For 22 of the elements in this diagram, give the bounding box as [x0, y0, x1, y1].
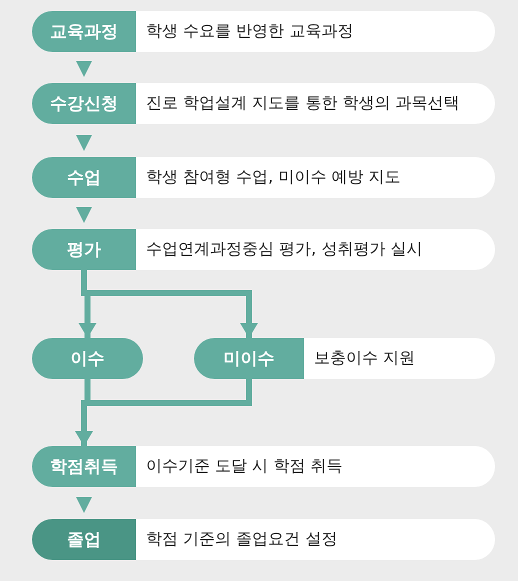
step-heading: 이수 — [32, 338, 143, 379]
step-heading: 졸업 — [32, 519, 136, 560]
step-pill — [32, 519, 495, 560]
step-pill — [32, 83, 495, 124]
step-heading: 교육과정 — [32, 11, 136, 52]
step-description: 수업연계과정중심 평가, 성취평가 실시 — [145, 239, 422, 260]
step-description: 학생 수요를 반영한 교육과정 — [145, 21, 354, 42]
step-pill — [32, 11, 495, 52]
step-pill — [194, 338, 495, 379]
step-heading: 학점취득 — [32, 446, 136, 487]
step-heading: 평가 — [32, 229, 136, 270]
step-description: 학점 기준의 졸업요건 설정 — [145, 529, 338, 550]
step-heading: 수업 — [32, 157, 136, 198]
step-description: 진로 학업설계 지도를 통한 학생의 과목선택 — [145, 93, 460, 114]
step-description: 이수기준 도달 시 학점 취득 — [145, 456, 342, 477]
step-pill — [32, 229, 495, 270]
step-heading: 수강신청 — [32, 83, 136, 124]
step-description: 학생 참여형 수업, 미이수 예방 지도 — [145, 167, 401, 188]
step-heading: 미이수 — [194, 338, 304, 379]
step-pill — [32, 446, 495, 487]
step-pill — [32, 157, 495, 198]
step-description: 보충이수 지원 — [313, 348, 416, 369]
